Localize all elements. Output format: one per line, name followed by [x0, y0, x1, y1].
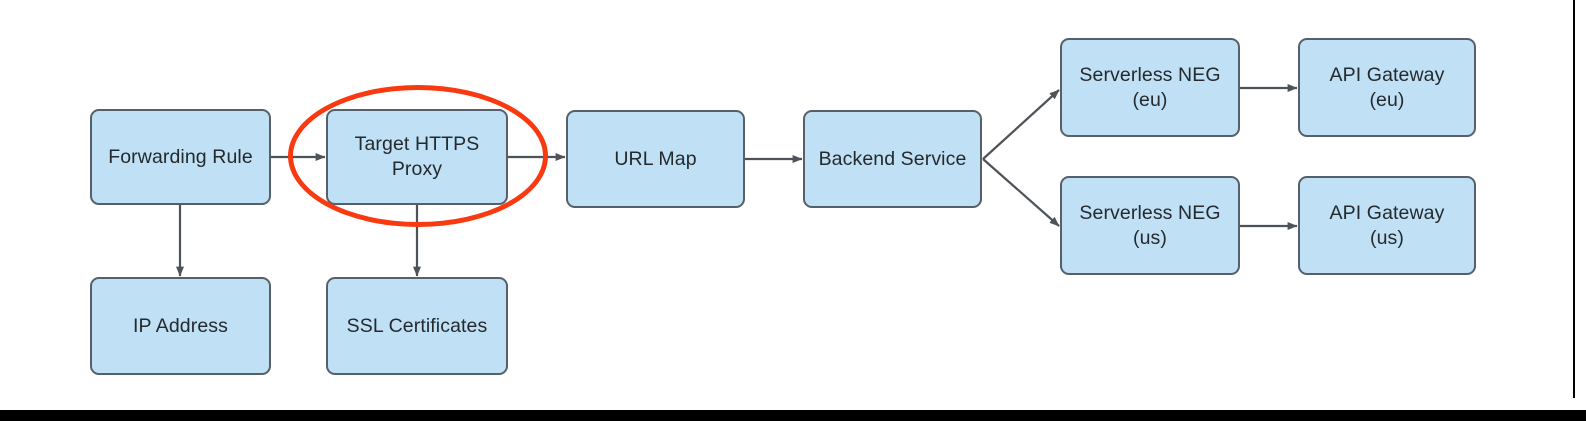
node-serverless-neg-us[interactable]: Serverless NEG (us) — [1060, 176, 1240, 275]
node-forwarding-rule[interactable]: Forwarding Rule — [90, 109, 271, 205]
node-label-forwarding-rule: Forwarding Rule — [108, 145, 253, 168]
edge-backend-service-to-serverless-neg-us — [982, 158, 1060, 227]
node-label-api-gateway-us: API Gateway (us) — [1329, 201, 1445, 249]
node-api-gateway-eu[interactable]: API Gateway (eu) — [1298, 38, 1476, 137]
node-label-serverless-neg-us: Serverless NEG (us) — [1079, 201, 1221, 249]
node-backend-service[interactable]: Backend Service — [803, 110, 982, 208]
node-label-target-https-proxy: Target HTTPS Proxy — [354, 133, 480, 180]
node-target-https-proxy[interactable]: Target HTTPS Proxy — [326, 109, 508, 205]
frame-right-border — [1573, 0, 1575, 398]
node-serverless-neg-eu[interactable]: Serverless NEG (eu) — [1060, 38, 1240, 137]
edge-backend-service-to-serverless-neg-eu — [982, 89, 1060, 160]
node-label-api-gateway-eu: API Gateway (eu) — [1329, 63, 1445, 111]
node-api-gateway-us[interactable]: API Gateway (us) — [1298, 176, 1476, 275]
node-url-map[interactable]: URL Map — [566, 110, 745, 208]
node-ip-address[interactable]: IP Address — [90, 277, 271, 375]
node-label-ip-address: IP Address — [133, 314, 228, 337]
node-label-backend-service: Backend Service — [818, 147, 967, 170]
node-ssl-certificates[interactable]: SSL Certificates — [326, 277, 508, 375]
node-label-ssl-certificates: SSL Certificates — [346, 314, 488, 337]
node-label-url-map: URL Map — [614, 147, 697, 170]
node-label-serverless-neg-eu: Serverless NEG (eu) — [1079, 63, 1221, 111]
frame-bottom-bar — [0, 410, 1586, 421]
